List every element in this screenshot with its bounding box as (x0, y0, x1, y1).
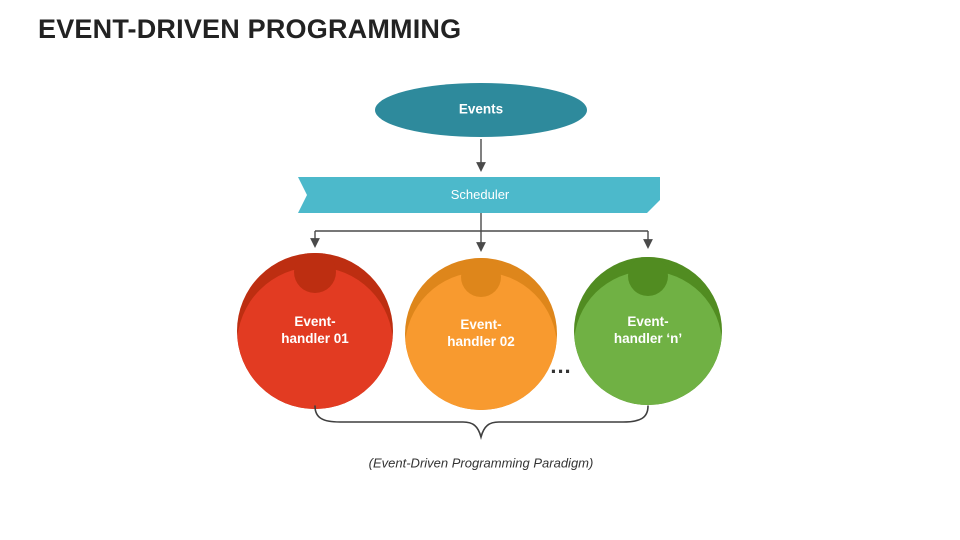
event-handler-3-label: Event- handler ‘n’ (614, 314, 682, 348)
events-label: Events (458, 101, 504, 117)
event-handler-1-shape (237, 253, 393, 409)
scheduler-banner-shape (298, 177, 660, 213)
event-handler-3-line2: handler ‘n’ (613, 331, 683, 346)
scheduler-label: Scheduler (450, 186, 510, 202)
diagram-caption: (Event-Driven Programming Paradigm) (368, 455, 594, 471)
event-handler-1-label: Event- handler 01 (281, 314, 349, 348)
event-handler-2-label: Event- handler 02 (447, 317, 515, 351)
events-ellipse-shape (375, 83, 587, 137)
event-handler-3-shape (574, 257, 722, 405)
event-handler-2-line2: handler 02 (447, 334, 515, 349)
event-handler-2-line1: Event- (460, 317, 502, 333)
under-brace (314, 405, 649, 441)
event-handler-3-line1: Event- (627, 314, 669, 330)
ellipsis-dots: ... (550, 353, 572, 378)
page-title: EVENT-DRIVEN PROGRAMMING (38, 14, 462, 44)
event-handler-1-line2: handler 01 (281, 331, 349, 346)
event-handler-2-shape (405, 258, 557, 410)
event-handler-1-line1: Event- (294, 314, 336, 330)
